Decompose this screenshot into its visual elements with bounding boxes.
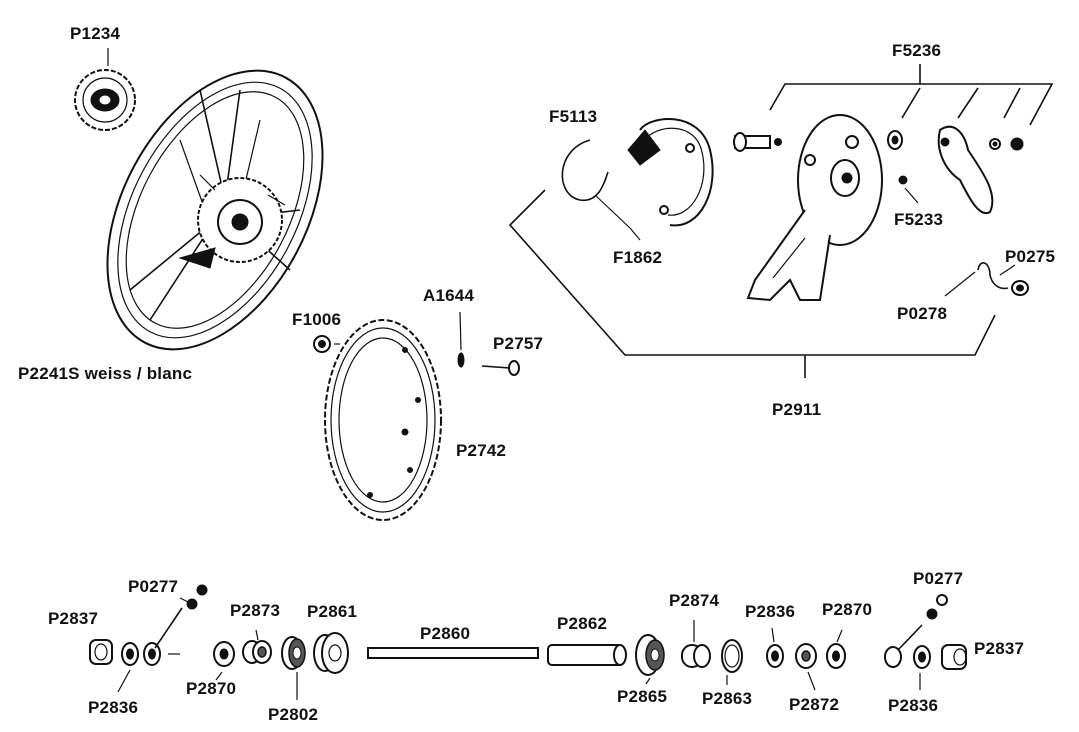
label-p1234: P1234: [70, 24, 121, 43]
label-p2870-left: P2870: [186, 679, 236, 698]
label-p2742: P2742: [456, 441, 506, 460]
label-f1862: F1862: [613, 248, 662, 267]
label-p2873: P2873: [230, 601, 280, 620]
sprocket-p2742: [324, 319, 442, 521]
label-p2241s: P2241S weiss / blanc: [18, 364, 192, 383]
axle-assembly: [89, 584, 967, 676]
label-p0277-right: P0277: [913, 569, 963, 588]
group-bracket-f5236: [769, 64, 1054, 126]
label-p2837-left: P2837: [48, 609, 98, 628]
label-p2836-left: P2836: [88, 698, 138, 717]
rear-wheel: [106, 69, 324, 351]
bolt-p2757: [481, 360, 520, 376]
label-p2874: P2874: [669, 591, 720, 610]
label-f5233: F5233: [894, 210, 943, 229]
axle-leader-lines: [117, 597, 921, 700]
label-p2861: P2861: [307, 602, 357, 621]
label-p2911: P2911: [772, 400, 821, 419]
leader-lines: [107, 48, 1016, 351]
label-f1006: F1006: [292, 310, 341, 329]
label-p2865: P2865: [617, 687, 667, 706]
label-p2836-mid: P2836: [745, 602, 795, 621]
label-p0278: P0278: [897, 304, 947, 323]
label-p2872: P2872: [789, 695, 839, 714]
washer-a1644: [457, 352, 465, 368]
brake-assembly: [561, 114, 1029, 302]
label-p2860: P2860: [420, 624, 470, 643]
label-f5113: F5113: [549, 107, 597, 126]
nut-f1006: [313, 335, 340, 353]
label-p2802: P2802: [268, 705, 318, 724]
sprocket-p1234: [74, 69, 136, 131]
group-bracket-p2911: [508, 189, 996, 378]
label-p2757: P2757: [493, 334, 543, 353]
label-p2836-right: P2836: [888, 696, 938, 715]
label-p2870-right: P2870: [822, 600, 872, 619]
label-p2862: P2862: [557, 614, 607, 633]
label-p0275: P0275: [1005, 247, 1055, 266]
label-a1644: A1644: [423, 286, 474, 305]
label-p2863: P2863: [702, 689, 752, 708]
label-p0277-left: P0277: [128, 577, 178, 596]
label-f5236: F5236: [892, 41, 941, 60]
label-p2837-right: P2837: [974, 639, 1024, 658]
